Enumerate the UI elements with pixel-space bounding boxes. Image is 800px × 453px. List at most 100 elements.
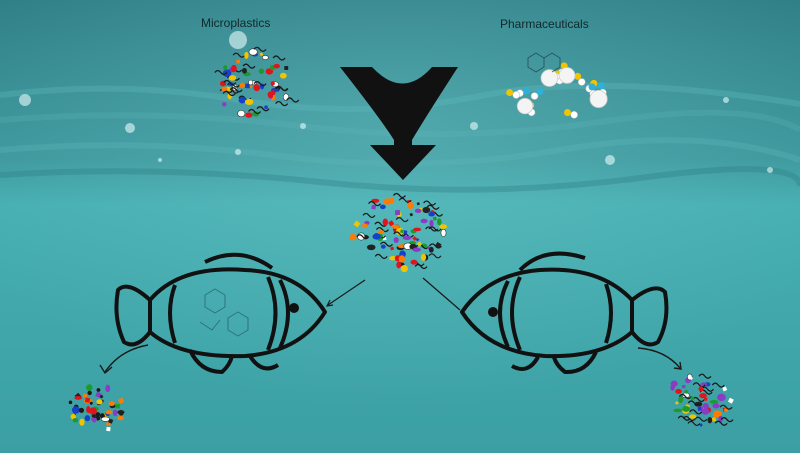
particle [437, 218, 442, 226]
bubble [19, 94, 31, 106]
particle [416, 241, 423, 247]
particle [412, 247, 421, 252]
particle [221, 86, 228, 92]
pill-icon [530, 88, 544, 100]
particle [709, 400, 719, 404]
particle [713, 410, 722, 417]
particle-fiber [253, 81, 267, 87]
particle [87, 390, 92, 396]
particle-fiber [368, 201, 382, 207]
particle-fiber [701, 386, 714, 392]
particle-fiber [242, 63, 256, 69]
particle [258, 68, 265, 74]
particle-fiber [719, 404, 733, 410]
particle [70, 413, 77, 420]
particle [228, 75, 237, 81]
particle [410, 259, 418, 265]
particle [244, 98, 254, 105]
particle-fiber [677, 415, 691, 421]
particle [428, 246, 434, 253]
particle [108, 418, 114, 424]
water-bubbles [19, 31, 773, 173]
particle [420, 218, 428, 224]
particle [279, 72, 287, 79]
particle [683, 389, 689, 395]
bubble [125, 123, 135, 133]
particle [248, 48, 258, 56]
particle [284, 65, 289, 71]
particle [440, 228, 447, 237]
particle [372, 233, 381, 240]
particle [237, 110, 246, 118]
particle [382, 218, 388, 226]
particle [100, 416, 111, 422]
particle [689, 396, 695, 401]
particle-fiber [223, 79, 237, 86]
particle [91, 413, 97, 419]
particle [78, 407, 85, 413]
pharmaceuticals-cluster-icon [506, 52, 608, 119]
particle [84, 397, 91, 403]
bubble [470, 122, 478, 130]
particle-fiber [392, 192, 406, 199]
bubble [300, 123, 306, 129]
particle-fiber [414, 263, 428, 270]
particle [99, 394, 104, 399]
excretion-cluster-left-icon [68, 384, 125, 432]
excretion-cluster-right-icon [670, 373, 734, 427]
particle [379, 204, 386, 210]
particle-fiber [214, 69, 228, 76]
particle [357, 232, 366, 241]
particle [236, 59, 241, 64]
particle [86, 384, 93, 391]
particle [722, 386, 728, 392]
particle-fiber [374, 253, 388, 259]
particle [670, 380, 678, 387]
particle [413, 227, 422, 232]
particle [377, 230, 385, 234]
particle [72, 418, 79, 423]
particle-fiber [395, 216, 409, 223]
particle [412, 236, 418, 241]
particle [241, 67, 247, 74]
particle [89, 401, 93, 405]
particle [366, 244, 376, 251]
particle [106, 426, 111, 432]
particle-fiber [714, 420, 728, 426]
particle [96, 399, 103, 405]
particle-fiber [689, 409, 703, 415]
particle [361, 223, 368, 228]
bubble [158, 158, 162, 162]
particle [112, 409, 118, 417]
particle-fiber [272, 55, 286, 61]
particle [223, 64, 228, 71]
particle [248, 79, 254, 86]
particle [105, 410, 113, 415]
particle [353, 220, 361, 228]
particle [701, 407, 710, 415]
particle [416, 202, 420, 206]
particle [688, 414, 697, 419]
particle [396, 261, 402, 269]
particle [253, 84, 261, 92]
particle [717, 393, 726, 402]
excretion-arrows [99, 344, 682, 375]
bubble [605, 155, 615, 165]
particle [273, 63, 280, 69]
pill-icon [564, 109, 578, 119]
pharmaceuticals-label: Pharmaceuticals [500, 17, 589, 31]
particle [392, 224, 400, 229]
fish-right-icon [460, 251, 669, 375]
particle [239, 83, 245, 88]
particle [422, 206, 431, 214]
particle-fiber [398, 197, 412, 203]
bubble [723, 97, 729, 103]
particle [727, 397, 734, 404]
particle [389, 197, 395, 204]
particle [95, 412, 101, 417]
particle [118, 409, 125, 416]
particle-fiber [692, 382, 706, 388]
